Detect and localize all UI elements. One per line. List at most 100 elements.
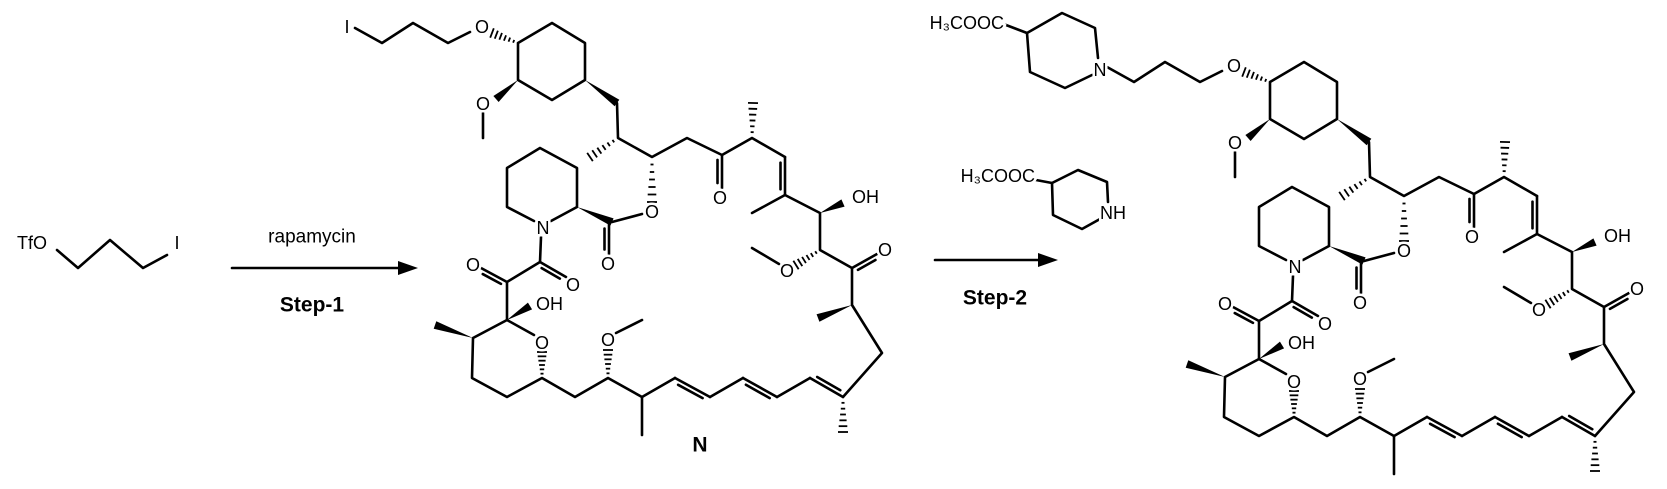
hashed-bond [1344, 189, 1349, 196]
oxygen-label: O [780, 261, 794, 281]
wedge-bond [585, 80, 619, 106]
reagent-methyl-ester-label: H₃COOC [961, 166, 1035, 186]
double-bond-inner [858, 260, 876, 270]
hashed-bond [1563, 292, 1565, 296]
double-bond-inner [1235, 313, 1253, 323]
oxygen-label: O [645, 202, 659, 222]
methoxy-methyl [616, 320, 642, 333]
double-bond-inner [1610, 299, 1628, 309]
wedge-bond [507, 303, 532, 320]
oxygen-label: O [1397, 241, 1411, 261]
wedge-bond [820, 199, 845, 213]
hydroxyl-label: OH [1288, 333, 1315, 353]
macrocycle-chain [1504, 234, 1634, 436]
double-bond [743, 378, 777, 397]
wedge-bond [1329, 246, 1366, 265]
pipecolate-ring [507, 148, 577, 221]
hashed-bond [1567, 290, 1569, 293]
single-bond [710, 378, 743, 397]
hashed-bond [793, 261, 798, 269]
hydroxyl-label: OH [852, 187, 879, 207]
oxygen-label: O [1465, 227, 1479, 247]
cyclohexane-ring [1270, 62, 1337, 139]
hashed-bond [1364, 179, 1366, 181]
atom-labels-layer: TfOIOOOOOOOOOOONOHOHIOOOOOOOOOOONOHOHNH₃… [17, 13, 1644, 392]
oxygen-label: O [1353, 293, 1367, 313]
hashed-bond [602, 145, 605, 150]
hashed-bond [1354, 184, 1357, 189]
hashed-bond [1339, 192, 1345, 200]
hashed-bond [607, 143, 609, 147]
wedge-bond [817, 305, 852, 322]
hashed-bond [1256, 74, 1258, 79]
piperidine-ring [1027, 33, 1092, 88]
propoxy-chain [355, 23, 470, 43]
hashed-bond [1359, 182, 1361, 186]
step2-arrow [935, 253, 1058, 267]
single-bond [1462, 417, 1495, 436]
hashed-bond [1251, 72, 1254, 79]
piperidine-ring [1006, 13, 1098, 58]
oxygen-label: O [1630, 279, 1644, 299]
macrocycle-chain [1369, 142, 1537, 196]
oxygen-label: O [878, 240, 892, 260]
hashed-bond [587, 153, 593, 161]
nitrogen-label: N [1289, 257, 1302, 277]
iodine-label: I [344, 17, 349, 37]
triflate-group-label: TfO [17, 233, 47, 253]
methoxy-methyl [752, 248, 779, 264]
single-bond [1394, 417, 1427, 436]
oxygen-label: O [535, 333, 549, 353]
oxygen-label: O [713, 188, 727, 208]
macrocycle-chain [617, 103, 785, 157]
hashed-bond [1558, 294, 1561, 299]
single-bond [642, 378, 675, 397]
reagent-piperidine-ring [1036, 170, 1108, 202]
double-bond [675, 378, 710, 397]
hashed-bond [1554, 296, 1558, 302]
ester-bond [1364, 253, 1394, 261]
hashed-bond [1265, 79, 1266, 82]
double-bond-inner [542, 268, 560, 279]
oxygen-label: O [1227, 56, 1241, 76]
hashed-bond [592, 150, 597, 157]
hashed-bond [1349, 187, 1353, 193]
hashed-bond [1550, 298, 1555, 305]
hashed-bond [612, 140, 614, 142]
double-bond-inner [1294, 307, 1312, 318]
hashed-bond [1545, 300, 1550, 308]
macrocycle-chain [752, 195, 882, 397]
step1-arrow [232, 261, 418, 275]
hashed-bond [490, 28, 494, 37]
oxygen-label: O [1318, 314, 1332, 334]
oxygen-label: O [1287, 372, 1301, 392]
wedge-bond [1572, 238, 1597, 252]
single-bond [1529, 417, 1562, 436]
wedge-bond [493, 80, 518, 102]
oxygen-label: O [466, 255, 480, 275]
wedge-bond [1245, 119, 1270, 141]
wedge-bond [1569, 344, 1604, 361]
iodine-label: I [174, 233, 179, 253]
double-bond [1495, 417, 1529, 436]
wedge-bond [434, 321, 473, 338]
hashed-bond [597, 148, 601, 154]
methoxy-methyl [1504, 287, 1531, 303]
oxygen-label: O [566, 275, 580, 295]
hashed-bond [495, 31, 498, 39]
oxygen-label: O [1353, 369, 1367, 389]
hydroxyl-label: OH [536, 294, 563, 314]
propoxy-chain [1107, 62, 1222, 82]
wedge-bond [1259, 342, 1284, 359]
propyl-chain [57, 240, 167, 268]
hashed-bond [798, 259, 803, 266]
oxygen-label: O [476, 94, 490, 114]
wedge-bond [1186, 360, 1225, 377]
wedge-bond [1337, 119, 1371, 145]
step1-reagent-rapamycin: rapamycin [268, 227, 356, 248]
oxygen-label: O [475, 17, 489, 37]
nitrogen-label: N [537, 218, 550, 238]
oxygen-label: O [1532, 300, 1546, 320]
step2-label: Step-2 [963, 287, 1027, 310]
